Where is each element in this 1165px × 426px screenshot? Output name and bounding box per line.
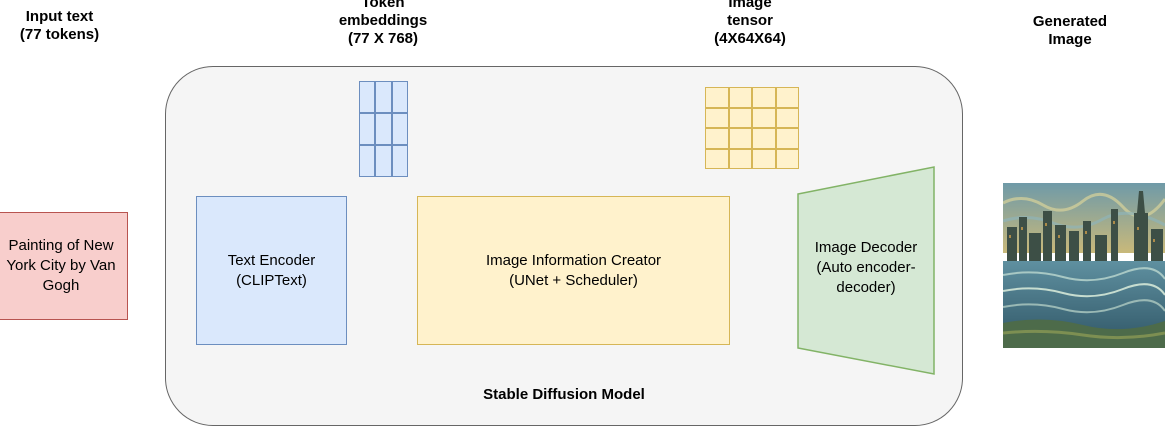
grid-cell (775, 148, 799, 169)
grid-cell (752, 107, 776, 128)
grid-cell (752, 128, 776, 149)
grid-cell (391, 113, 408, 145)
grid-cell (359, 113, 376, 145)
token-embeddings-grid (359, 81, 408, 177)
image-tensor-grid (705, 87, 799, 169)
grid-cell (775, 87, 799, 108)
grid-cell (391, 81, 408, 113)
grid-cell (775, 107, 799, 128)
prompt-text: Painting of New York City by Van Gogh (6, 237, 116, 294)
image-decoder-shape (797, 166, 935, 375)
grid-cell (728, 107, 752, 128)
generated-image-label: Generated Image (1032, 13, 1108, 48)
grid-cell (705, 148, 729, 169)
grid-cell (775, 128, 799, 149)
grid-cell (728, 87, 752, 108)
grid-cell (705, 128, 729, 149)
generated-image (1003, 183, 1165, 348)
grid-cell (705, 107, 729, 128)
model-label: Stable Diffusion Model (483, 386, 645, 403)
prompt-box: Painting of New York City by Van Gogh (0, 212, 128, 320)
grid-cell (728, 148, 752, 169)
grid-cell (359, 145, 376, 177)
image-information-creator-label: Image Information Creator (UNet + Schedu… (485, 251, 662, 289)
image-tensor-label: Image tensor (4X64X64) (714, 0, 786, 47)
grid-cell (752, 87, 776, 108)
grid-cell (752, 148, 776, 169)
grid-cell (391, 145, 408, 177)
grid-cell (375, 81, 392, 113)
text-encoder-box: Text Encoder (CLIPText) (196, 196, 347, 345)
grid-cell (375, 145, 392, 177)
grid-cell (705, 87, 729, 108)
grid-cell (728, 128, 752, 149)
input-text-label: Input text (77 tokens) (19, 8, 100, 43)
grid-cell (375, 113, 392, 145)
text-encoder-label: Text Encoder (CLIPText) (227, 251, 316, 289)
token-embeddings-label: Token embeddings (77 X 768) (338, 0, 428, 47)
grid-cell (359, 81, 376, 113)
image-information-creator-box: Image Information Creator (UNet + Schedu… (417, 196, 730, 345)
image-decoder-label: Image Decoder (Auto encoder- decoder) (814, 239, 918, 296)
